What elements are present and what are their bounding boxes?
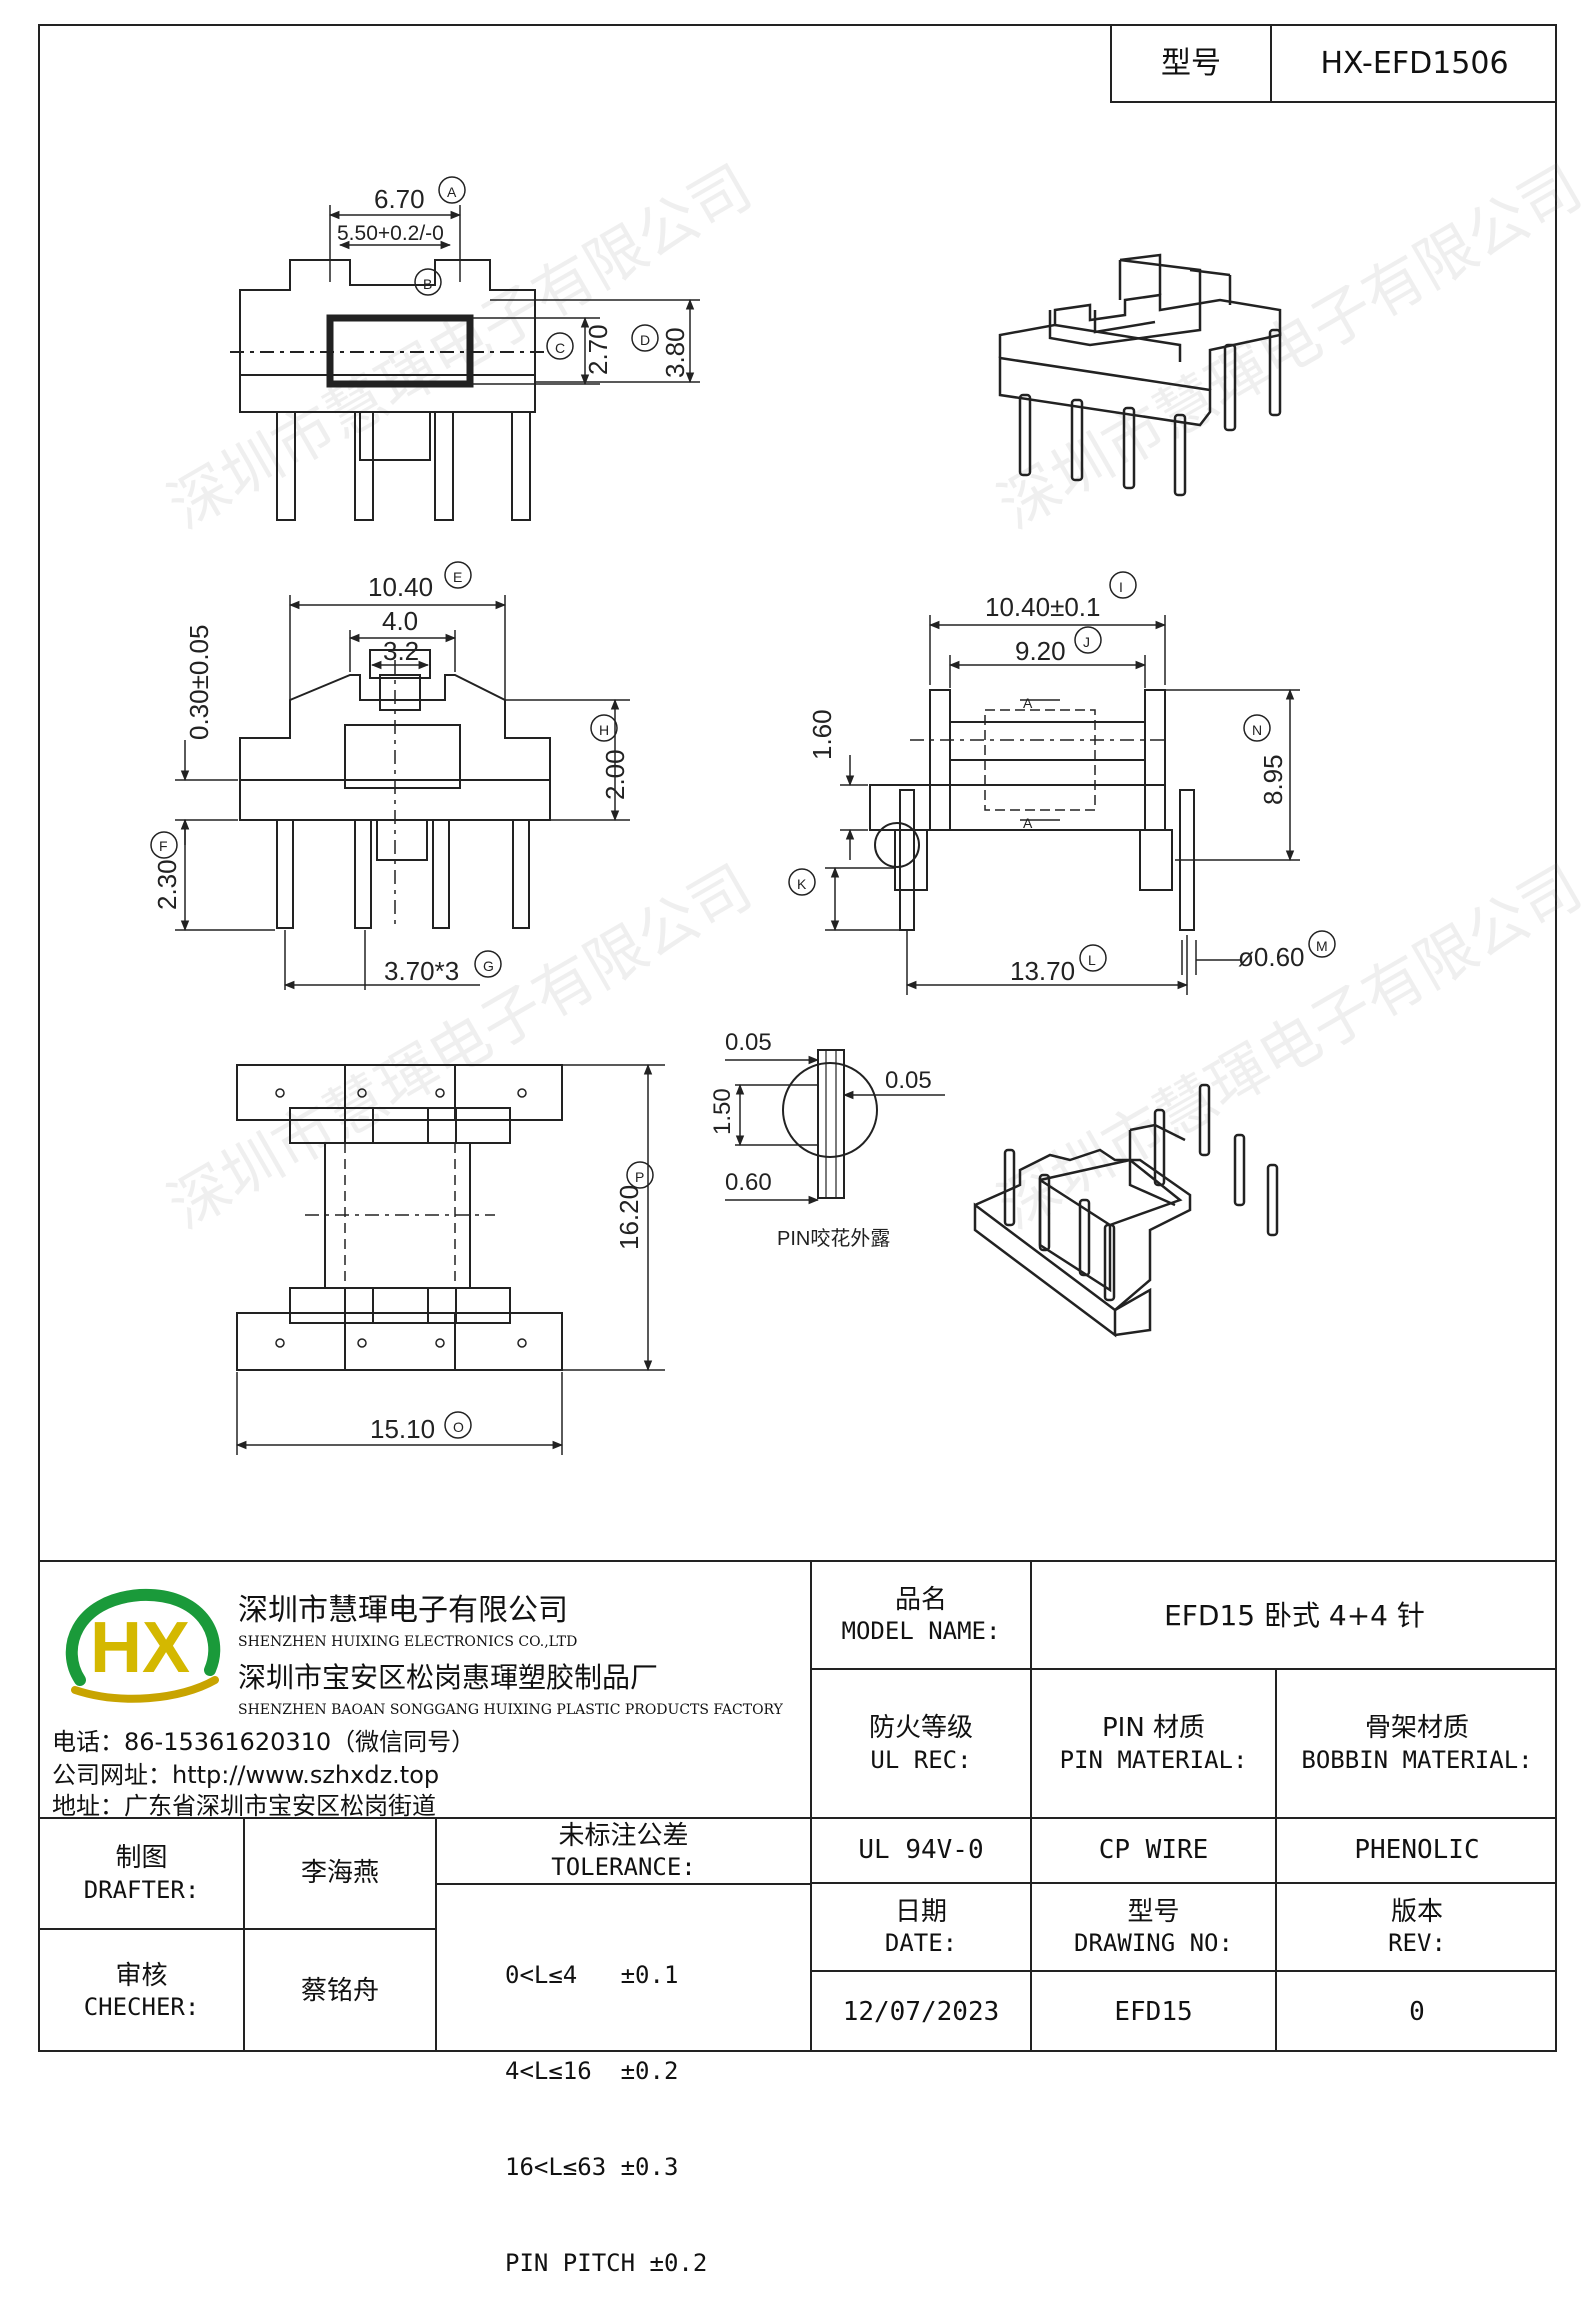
section-a-top: A (1023, 695, 1033, 711)
drawing-no-value: EFD15 (1114, 1996, 1193, 2027)
mark-i: I (1119, 579, 1123, 595)
drawing-frame (38, 24, 1557, 2052)
company-name-en-2: SHENZHEN BAOAN SONGGANG HUIXING PLASTIC … (238, 1702, 783, 1718)
dim-8-95: 8.95 (1258, 754, 1288, 805)
model-name-label: 品名 MODEL NAME: (841, 1584, 1001, 1646)
drafter-name: 李海燕 (300, 1858, 379, 1889)
bobbin-material-label: 骨架材质 BOBBIN MATERIAL: (1301, 1713, 1533, 1774)
ul-rec-label: 防火等级 UL REC: (868, 1713, 973, 1774)
pin-caption: PIN咬花外露 (777, 1227, 890, 1250)
tolerance-row: 0<L≤4 ±0.1 (505, 1961, 679, 1989)
mark-n: N (1252, 722, 1262, 738)
pin-dim-4: 0.60 (725, 1169, 772, 1196)
date-label: 日期 DATE: (884, 1896, 958, 1958)
company-name-cn-1: 深圳市慧琿电子有限公司 (238, 1593, 568, 1628)
dim-15-10: 15.10 (370, 1414, 435, 1444)
company-phone: 电话：86-15361620310（微信同号） (52, 1728, 476, 1756)
pin-dim-2: 0.05 (885, 1067, 932, 1094)
isometric-view-bottom (973, 1083, 1279, 1338)
dim-3-80: 3.80 (660, 327, 690, 378)
mark-l: L (1088, 952, 1096, 968)
technical-drawing: 6.70 5.50+0.2/-0 A B C D 2.70 3.80 10.40… (150, 176, 1336, 1455)
pin-material-label: PIN 材质 PIN MATERIAL: (1059, 1713, 1248, 1774)
mark-m: M (1316, 938, 1328, 954)
mark-f: F (159, 838, 168, 854)
side-view (788, 571, 1336, 995)
mark-a: A (447, 184, 457, 200)
ul-rec-value: UL 94V-0 (858, 1835, 984, 1866)
logo-swoosh-icon (65, 1588, 221, 1686)
dim-2-30: 2.30 (152, 859, 182, 910)
dim-13-70: 13.70 (1010, 956, 1075, 986)
company-name-cn-2: 深圳市宝安区松岗惠琿塑胶制品厂 (238, 1661, 659, 1694)
mark-d: D (640, 332, 650, 348)
rev-label: 版本 REV: (1388, 1896, 1446, 1958)
tolerance-row: 4<L≤16 ±0.2 (505, 2057, 679, 2085)
mark-e: E (453, 569, 462, 585)
company-logo: HX (65, 1588, 221, 1703)
mark-o: O (453, 1419, 464, 1435)
tolerance-row: PIN PITCH ±0.2 (505, 2249, 708, 2277)
drawing-no-label: 型号 DRAWING NO: (1074, 1896, 1233, 1958)
dim-3-70: 3.70*3 (384, 956, 459, 986)
tolerance-label: 未标注公差 TOLERANCE: (551, 1820, 696, 1882)
dim-16-20: 16.20 (614, 1185, 644, 1250)
rev-value: 0 (1409, 1996, 1425, 2027)
dim-9-20: 9.20 (1015, 636, 1066, 666)
date-value: 12/07/2023 (842, 1996, 1000, 2027)
section-a-bottom: A (1023, 815, 1033, 831)
dim-10-40: 10.40 (368, 572, 433, 602)
tolerance-row: 16<L≤63 ±0.3 (505, 2153, 679, 2181)
dim-5-50: 5.50+0.2/-0 (337, 222, 444, 245)
company-address: 地址：广东省深圳市宝安区松岗街道 (52, 1792, 436, 1820)
mark-c: C (555, 340, 565, 356)
dim-10-40-tol: 10.40±0.1 (985, 592, 1100, 622)
header-border-left (1110, 24, 1112, 103)
dim-3-2: 3.2 (383, 636, 419, 666)
tolerance-table: 0<L≤4 ±0.1 4<L≤16 ±0.2 16<L≤63 ±0.3 PIN … (505, 1895, 707, 2311)
dim-2-70: 2.70 (583, 324, 613, 375)
drafter-label: 制图 DRAFTER: (83, 1843, 200, 1904)
header-model-label: 型号 (1161, 45, 1221, 81)
model-name-value: EFD15 卧式 4+4 针 (1164, 1598, 1425, 1632)
dim-2-00: 2.00 (600, 749, 630, 800)
dim-0-60: ø0.60 (1238, 942, 1305, 972)
dim-0-30: 0.30±0.05 (184, 625, 214, 740)
tb-top (38, 1560, 1557, 1562)
pin-detail (725, 1049, 945, 1205)
mark-g: G (483, 958, 494, 974)
dim-4-0: 4.0 (382, 606, 418, 636)
company-name-en-1: SHENZHEN HUIXING ELECTRONICS CO.,LTD (238, 1634, 578, 1650)
pin-dim-1: 0.05 (725, 1029, 772, 1056)
dim-6-70: 6.70 (374, 184, 425, 214)
header-border-top (1110, 24, 1557, 26)
checker-label: 审核 CHECHER: (83, 1960, 200, 2022)
bottom-view (235, 1063, 665, 1455)
pin-dim-3: 1.50 (709, 1088, 736, 1135)
header-border-bottom (1110, 101, 1557, 103)
front-view (150, 561, 630, 990)
header-divider (1270, 24, 1272, 103)
mark-j: J (1083, 634, 1090, 650)
logo-letters: HX (90, 1608, 190, 1688)
dim-1-60: 1.60 (807, 709, 837, 760)
company-website: 公司网址：http://www.szhxdz.top (52, 1761, 440, 1789)
pin-material-value: CP WIRE (1098, 1835, 1209, 1866)
mark-b: B (423, 276, 432, 292)
bobbin-material-value: PHENOLIC (1354, 1835, 1480, 1866)
top-view (230, 176, 700, 521)
mark-k: K (797, 876, 807, 892)
mark-p: P (635, 1169, 644, 1185)
mark-h: H (599, 722, 609, 738)
header-model-value: HX-EFD1506 (1320, 45, 1509, 81)
isometric-view-top (998, 253, 1282, 497)
checker-name: 蔡铭舟 (300, 1975, 379, 2006)
